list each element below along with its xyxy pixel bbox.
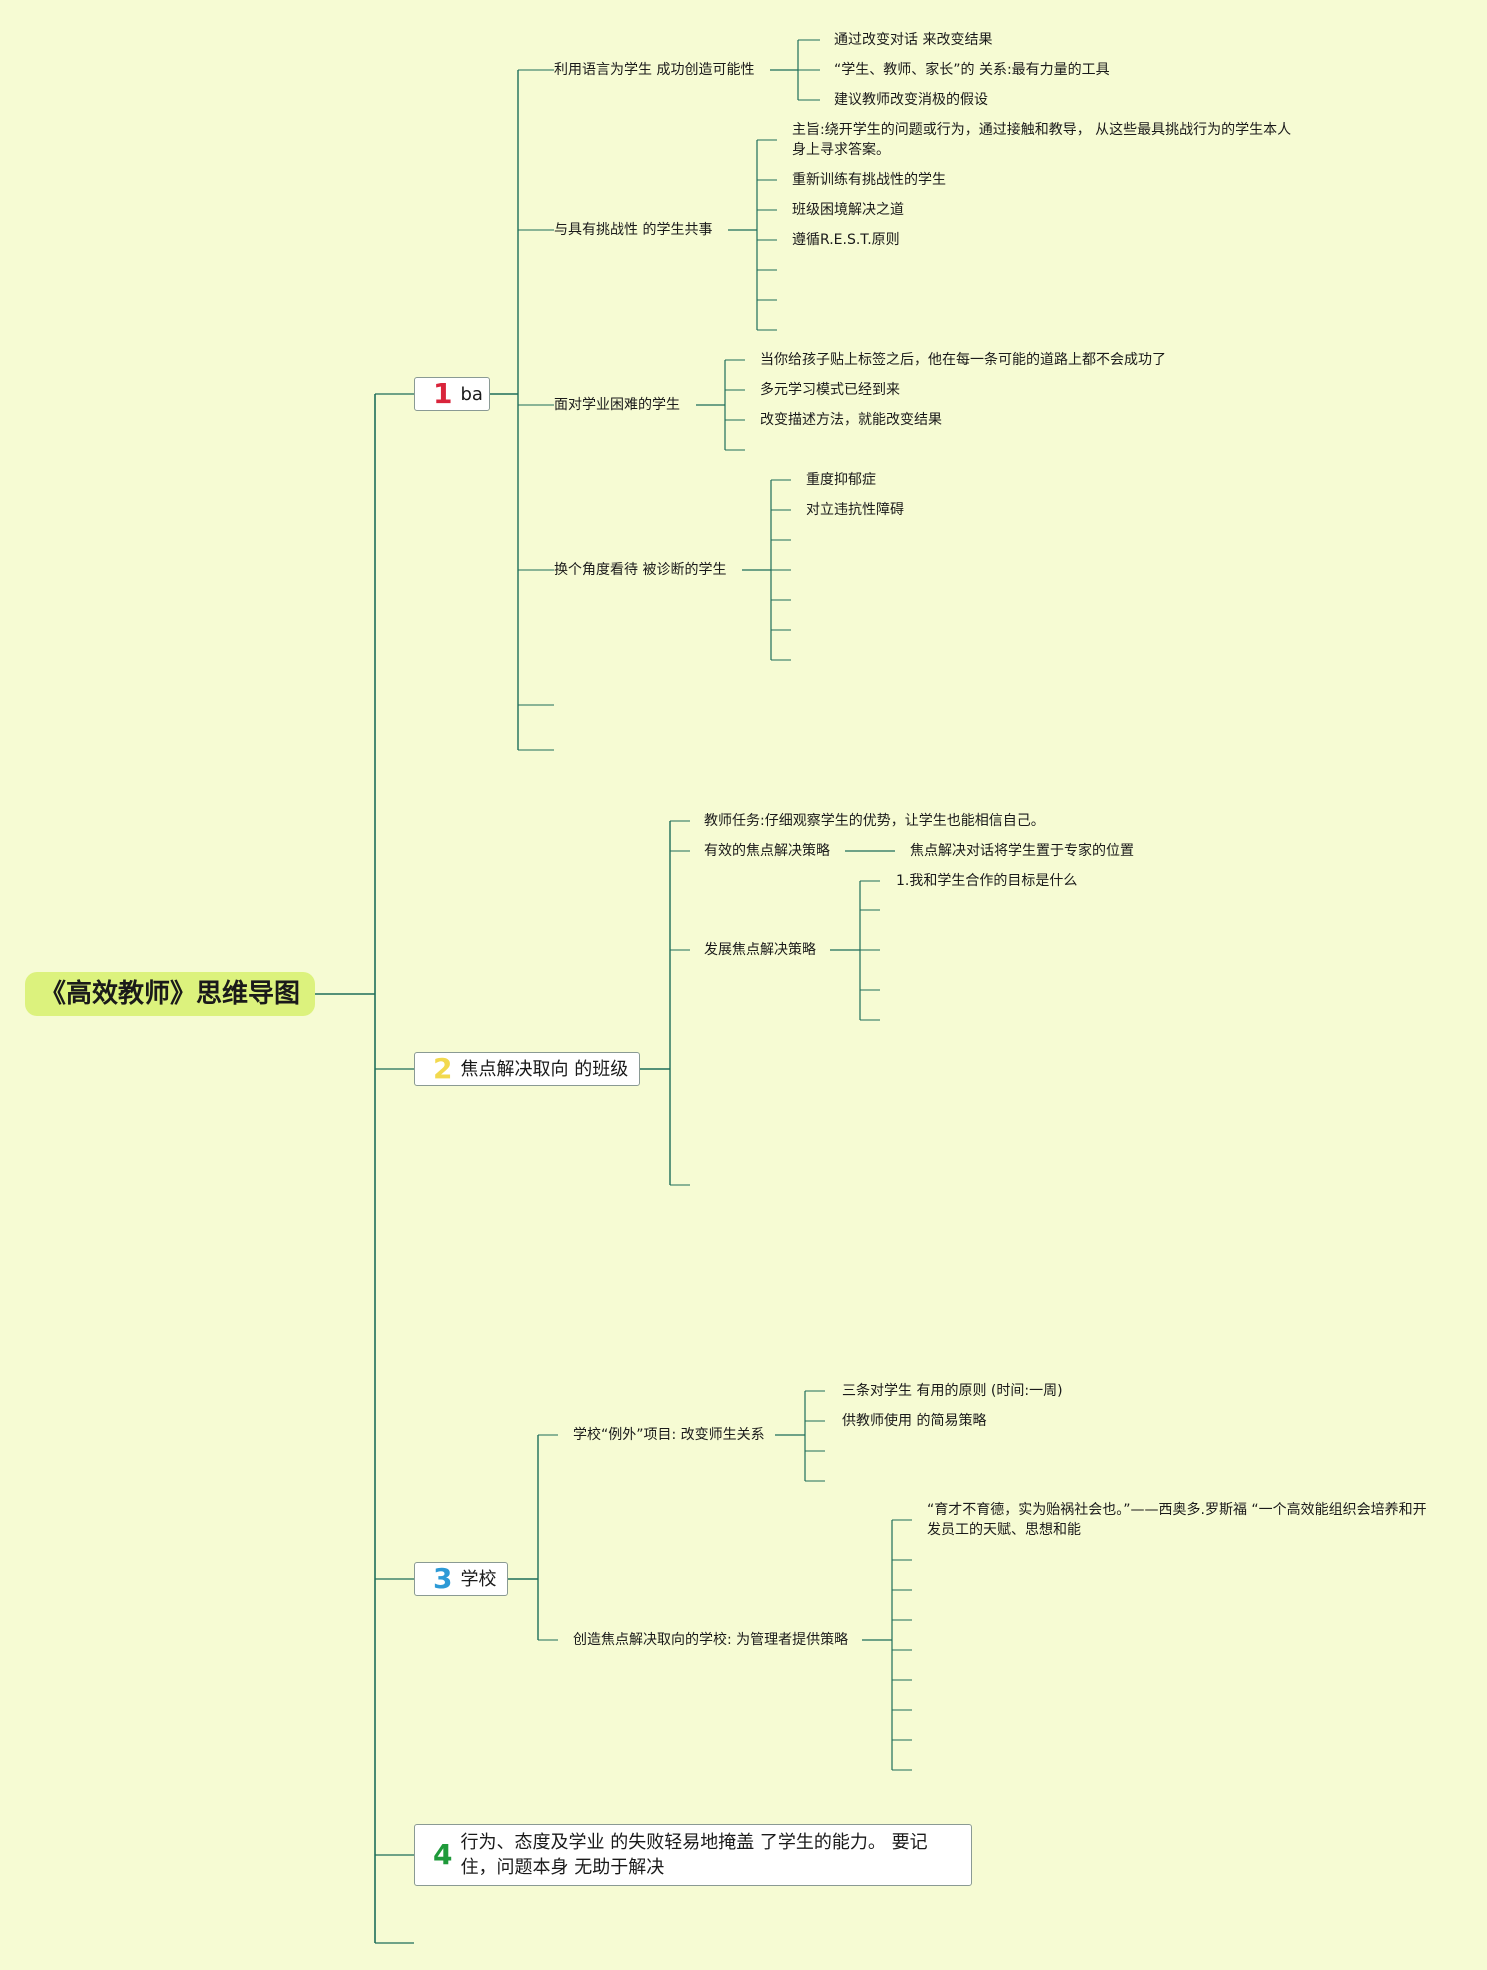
branch-1-1-3-topic[interactable]: 建议教师改变消极的假设 bbox=[834, 92, 988, 108]
branch-2-number-icon: 2 bbox=[433, 1052, 453, 1085]
branch-4-label: 行为、态度及学业 的失败轻易地掩盖 了学生的能力。 要记住，问题本身 无助于解决 bbox=[460, 1832, 928, 1878]
branch-1-4-2-topic[interactable]: 对立违抗性障碍 bbox=[806, 502, 904, 518]
branch-2-2-topic[interactable]: 有效的焦点解决策略 bbox=[704, 843, 830, 859]
branch-3-1-2-topic[interactable]: 供教师使用 的简易策略 bbox=[842, 1413, 987, 1429]
branch-2-topic[interactable]: 2 焦点解决取向 的班级 bbox=[414, 1052, 640, 1086]
branch-1-4-1-topic[interactable]: 重度抑郁症 bbox=[806, 472, 876, 488]
branch-3-topic[interactable]: 3 学校 bbox=[414, 1562, 508, 1596]
branch-1-2-4-topic[interactable]: 遵循R.E.S.T.原则 bbox=[792, 232, 900, 248]
branch-2-1-topic[interactable]: 教师任务:仔细观察学生的优势，让学生也能相信自己。 bbox=[704, 813, 1045, 829]
branch-1-2-1-topic[interactable]: 主旨:绕开学生的问题或行为，通过接触和教导， 从这些最具挑战行为的学生本人身上寻… bbox=[792, 122, 1292, 158]
branch-3-label: 学校 bbox=[460, 1568, 497, 1590]
branch-4-number-icon: 4 bbox=[433, 1838, 453, 1871]
branch-1-3-3-topic[interactable]: 改变描述方法，就能改变结果 bbox=[760, 412, 942, 428]
branch-1-4-topic[interactable]: 换个角度看待 被诊断的学生 bbox=[554, 562, 727, 578]
branch-1-1-topic[interactable]: 利用语言为学生 成功创造可能性 bbox=[554, 62, 755, 78]
branch-1-label: ba bbox=[460, 383, 483, 405]
branch-4-topic[interactable]: 4 行为、态度及学业 的失败轻易地掩盖 了学生的能力。 要记住，问题本身 无助于… bbox=[414, 1824, 972, 1886]
branch-2-label: 焦点解决取向 的班级 bbox=[460, 1058, 629, 1080]
branch-1-2-2-topic[interactable]: 重新训练有挑战性的学生 bbox=[792, 172, 946, 188]
branch-1-number-icon: 1 bbox=[433, 377, 453, 410]
branch-3-2-topic[interactable]: 创造焦点解决取向的学校: 为管理者提供策略 bbox=[573, 1632, 849, 1648]
branch-3-2-1-topic[interactable]: “育才不育德，实为贻祸社会也。”——西奥多.罗斯福 “一个高效能组织会培养和开发… bbox=[927, 1502, 1427, 1538]
branch-1-2-topic[interactable]: 与具有挑战性 的学生共事 bbox=[554, 222, 713, 238]
branch-1-3-topic[interactable]: 面对学业困难的学生 bbox=[554, 397, 680, 413]
branch-1-3-1-topic[interactable]: 当你给孩子贴上标签之后，他在每一条可能的道路上都不会成功了 bbox=[760, 352, 1166, 368]
branch-1-3-2-topic[interactable]: 多元学习模式已经到来 bbox=[760, 382, 900, 398]
branch-1-1-2-topic[interactable]: “学生、教师、家长”的 关系:最有力量的工具 bbox=[834, 62, 1110, 78]
branch-3-1-1-topic[interactable]: 三条对学生 有用的原则 (时间:一周) bbox=[842, 1383, 1063, 1399]
branch-2-2-1-topic[interactable]: 焦点解决对话将学生置于专家的位置 bbox=[910, 843, 1134, 859]
branch-1-2-3-topic[interactable]: 班级困境解决之道 bbox=[792, 202, 904, 218]
root-topic[interactable]: 《高效教师》思维导图 bbox=[25, 972, 315, 1016]
branch-3-number-icon: 3 bbox=[433, 1562, 453, 1595]
branch-2-3-1-topic[interactable]: 1.我和学生合作的目标是什么 bbox=[896, 873, 1078, 889]
branch-1-1-1-topic[interactable]: 通过改变对话 来改变结果 bbox=[834, 32, 993, 48]
branch-3-1-topic[interactable]: 学校“例外”项目: 改变师生关系 bbox=[573, 1427, 765, 1443]
branch-1-topic[interactable]: 1 ba bbox=[414, 377, 490, 411]
branch-2-3-topic[interactable]: 发展焦点解决策略 bbox=[704, 942, 816, 958]
